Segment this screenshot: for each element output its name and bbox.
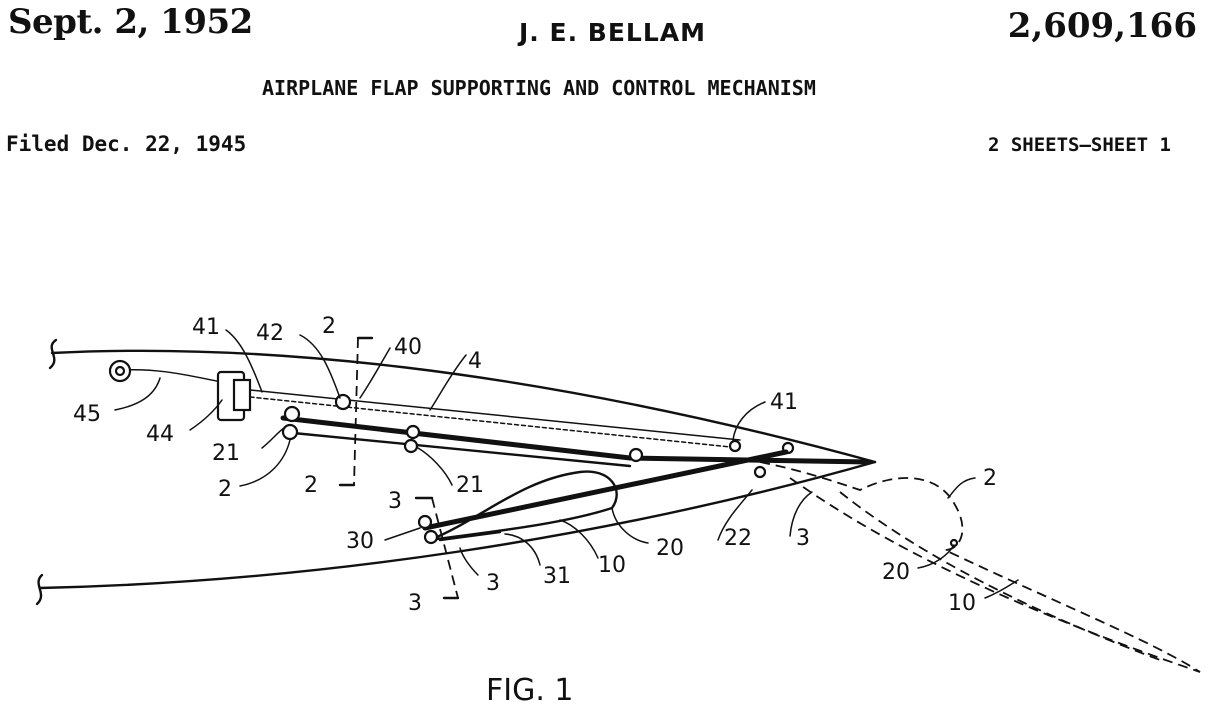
ref-40: 40 — [394, 335, 422, 360]
ref-10a: 10 — [598, 553, 626, 578]
ref-42: 42 — [256, 321, 284, 346]
ref-3-section-bottom: 3 — [408, 591, 422, 616]
bracket-21-b — [281, 423, 299, 441]
cable-end-eye-inner — [114, 365, 126, 377]
leader-40 — [359, 347, 391, 399]
ref-22: 22 — [724, 526, 752, 551]
ref-2-section-bottom: 2 — [304, 473, 318, 498]
leader-10a — [559, 519, 599, 559]
patent-date: Sept. 2, 1952 — [8, 2, 253, 42]
leader-44 — [189, 399, 223, 431]
wing-break-left-bottom — [35, 573, 44, 606]
leader-45 — [114, 377, 161, 411]
flap-extended-lower — [789, 477, 1201, 673]
wing-upper-surface — [50, 349, 877, 464]
ref-41a: 41 — [192, 315, 220, 340]
leader-2a — [239, 439, 291, 487]
roller-22 — [628, 447, 644, 463]
sheet-indicator: 2 SHEETS—SHEET 1 — [987, 134, 1171, 156]
section-line-3 — [431, 497, 459, 599]
pin-30-b — [423, 529, 439, 545]
flap-link-30 — [422, 449, 789, 531]
section-line-2 — [353, 337, 359, 486]
leader-22 — [717, 489, 753, 541]
ref-2a: 2 — [218, 477, 232, 502]
ref-21b: 21 — [456, 473, 484, 498]
roller-21-lower — [403, 438, 419, 454]
bracket-21-a — [283, 405, 301, 423]
ref-4: 4 — [468, 349, 482, 374]
ref-3a: 3 — [796, 526, 810, 551]
leader-4 — [429, 354, 467, 411]
nut-42 — [334, 393, 352, 411]
cable-45 — [121, 368, 223, 383]
leader-3a — [789, 491, 813, 537]
ref-21a: 21 — [212, 441, 240, 466]
leader-21a — [261, 427, 285, 449]
filing-date: Filed Dec. 22, 1945 — [6, 132, 247, 156]
ref-45: 45 — [73, 402, 101, 427]
ref-30: 30 — [346, 529, 374, 554]
actuator-44-body — [232, 378, 252, 412]
flap-extended-outline — [759, 461, 1201, 673]
ref-2b: 2 — [983, 466, 997, 491]
wing-break-left-top — [48, 338, 58, 370]
ref-10b: 10 — [948, 591, 976, 616]
leader-41a — [225, 329, 263, 393]
leader-10b — [984, 579, 1019, 599]
nut-41 — [728, 439, 742, 453]
leader-2b — [947, 477, 976, 499]
flap-10-outline — [428, 470, 618, 542]
ref-41b: 41 — [770, 390, 798, 415]
leader-42 — [299, 334, 341, 399]
patent-title: AIRPLANE FLAP SUPPORTING AND CONTROL MEC… — [262, 76, 816, 100]
figure-caption: FIG. 1 — [486, 673, 574, 708]
leader-20a — [611, 507, 649, 544]
patent-number: 2,609,166 — [1007, 6, 1197, 46]
ref-44: 44 — [146, 422, 174, 447]
leader-21b — [417, 447, 453, 486]
roller-21 — [405, 424, 421, 440]
wing-lower-surface — [38, 460, 877, 590]
screw-shaft-40 — [249, 389, 741, 441]
ref-31: 31 — [543, 564, 571, 589]
ref-3-section-top: 3 — [388, 489, 402, 514]
leader-31 — [504, 533, 541, 566]
screw-shaft-40-lower — [249, 396, 741, 449]
leader-20b — [917, 544, 955, 569]
roller-22-b — [753, 465, 767, 479]
flap-31-arm — [438, 530, 502, 542]
pin-30-a — [417, 514, 433, 530]
inventor-name: J. E. BELLAM — [519, 18, 706, 47]
leader-41b — [732, 401, 766, 441]
leader-3b — [459, 547, 479, 576]
ref-20a: 20 — [656, 536, 684, 561]
flap-extended-chord — [839, 491, 1161, 661]
track-rail-lower — [281, 430, 632, 468]
ref-20b: 20 — [882, 560, 910, 585]
leader-30 — [384, 527, 421, 541]
ref-2-section-top: 2 — [322, 314, 336, 339]
ref-3b: 3 — [486, 571, 500, 596]
